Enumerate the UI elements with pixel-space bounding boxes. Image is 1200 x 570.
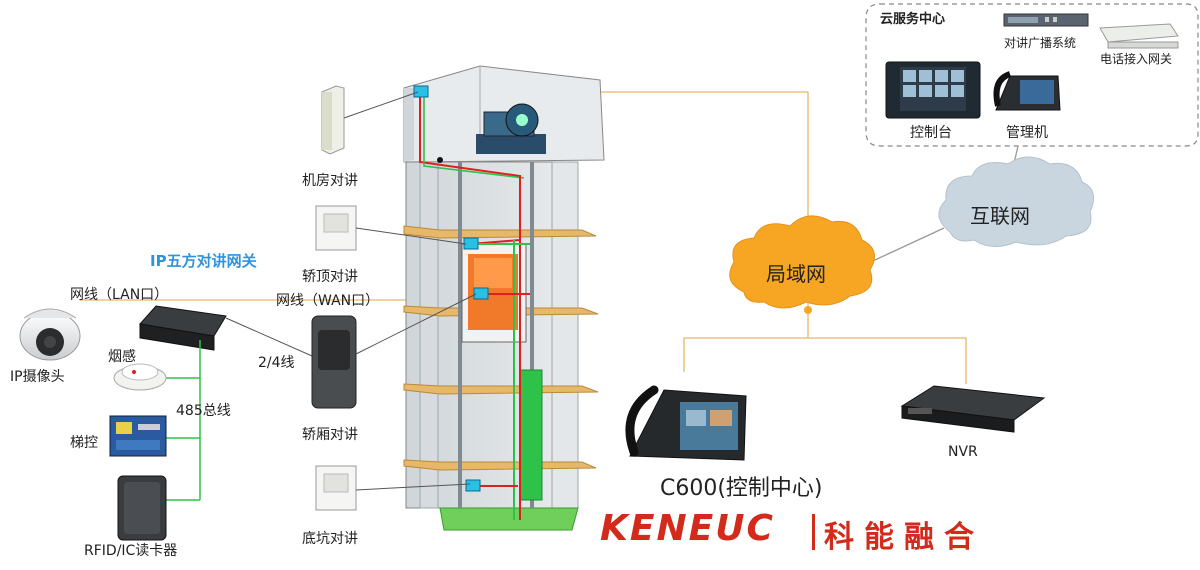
car-intercom-icon <box>311 293 477 409</box>
brand-logo-en: KENEUC <box>600 508 775 549</box>
internet-cloud <box>938 156 1095 247</box>
ip-camera-icon <box>19 308 81 361</box>
console-label: 控制台 <box>910 125 952 141</box>
intercom-broadcast-label: 对讲广播系统 <box>1004 36 1077 50</box>
machine-room-intercom-icon <box>321 85 419 155</box>
broadcast-rack-icon <box>1003 13 1089 27</box>
brand-separator <box>812 514 815 550</box>
car-intercom-label: 轿厢对讲 <box>302 427 358 443</box>
brand-logo-cn: 科能融合 <box>824 520 984 555</box>
lan-cloud <box>729 215 875 309</box>
ip-gateway-device-icon <box>139 305 313 357</box>
phone-gateway-icon <box>1099 23 1179 49</box>
internet-label: 互联网 <box>970 204 1030 228</box>
pit-intercom-label: 底坑对讲 <box>302 531 358 547</box>
console-screen-icon <box>885 61 981 119</box>
car-top-intercom-icon <box>315 205 467 251</box>
lan-label: 局域网 <box>766 262 826 286</box>
elevator-shaft <box>403 65 605 531</box>
phone-gateway-label: 电话接入网关 <box>1100 52 1173 66</box>
smoke-label: 烟感 <box>108 349 136 365</box>
nvr-device-icon <box>900 385 1046 433</box>
bus-485-label: 485总线 <box>176 403 231 419</box>
lan-port-label: 网线（LAN口） <box>70 287 169 303</box>
nvr-label: NVR <box>948 444 978 460</box>
manager-phone-icon <box>993 71 1061 111</box>
pit-intercom-icon <box>315 465 471 511</box>
rfid-label: RFID/IC读卡器 <box>84 543 178 559</box>
elevator-ctrl-label: 梯控 <box>70 435 98 451</box>
ip-camera-label: IP摄像头 <box>10 369 65 385</box>
manager-label: 管理机 <box>1006 125 1048 141</box>
wan-port-label: 网线（WAN口） <box>276 293 380 309</box>
c600-label: C600(控制中心) <box>660 476 823 501</box>
car-top-intercom-label: 轿顶对讲 <box>302 269 358 285</box>
elevator-control-board-icon <box>109 415 167 457</box>
gateway-title: IP五方对讲网关 <box>150 252 257 270</box>
c600-device-icon <box>625 385 747 461</box>
wire-24-label: 2/4线 <box>258 355 295 371</box>
cloud-service-title: 云服务中心 <box>880 12 946 27</box>
machine-room-intercom-label: 机房对讲 <box>302 173 358 189</box>
smoke-detector-icon <box>113 363 167 391</box>
rfid-reader-icon <box>117 475 167 541</box>
